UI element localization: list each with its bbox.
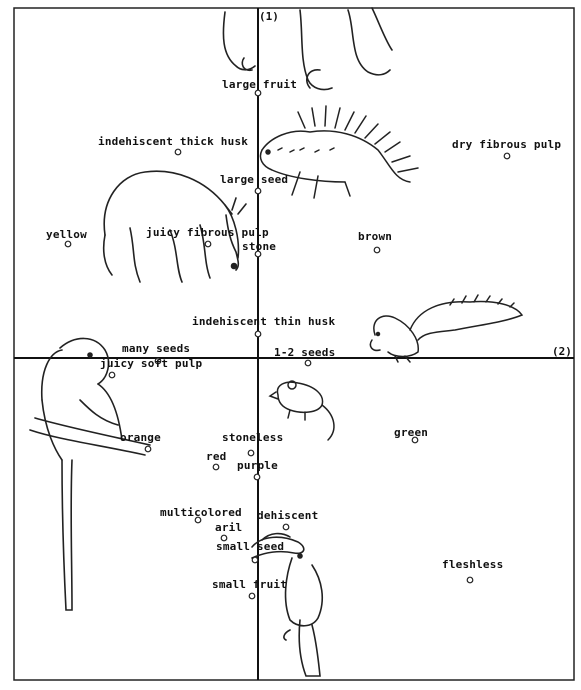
point-indehiscent-thin-husk — [255, 331, 261, 337]
label-purple: purple — [237, 459, 278, 472]
label-fleshless: fleshless — [442, 558, 503, 571]
label-large-fruit: large fruit — [222, 78, 297, 91]
label-red: red — [206, 450, 226, 463]
point-fleshless — [467, 577, 473, 583]
point-purple — [254, 474, 260, 480]
label-juicy-fibrous-pulp: juicy fibrous pulp — [146, 226, 269, 239]
point-small-fruit — [249, 593, 255, 599]
hornbill-icon — [252, 534, 322, 676]
point-stoneless — [248, 450, 254, 456]
point-large-seed — [255, 188, 261, 194]
label-dry-fibrous-pulp: dry fibrous pulp — [452, 138, 561, 151]
axis-2-label: (2) — [552, 345, 572, 358]
axis-1-label: (1) — [259, 10, 279, 23]
point-yellow — [65, 241, 71, 247]
point-dehiscent — [283, 524, 289, 530]
label-brown: brown — [358, 230, 392, 243]
point-juicy-soft-pulp — [109, 372, 115, 378]
label-large-seed: large seed — [220, 173, 288, 186]
label-green: green — [394, 426, 428, 439]
point-orange — [145, 446, 151, 452]
point-large-fruit — [255, 90, 261, 96]
point-red — [213, 464, 219, 470]
diagram-border — [14, 8, 574, 680]
point-one-two-seeds — [305, 360, 311, 366]
label-juicy-soft-pulp: juicy soft pulp — [100, 357, 202, 370]
monkey-icon — [30, 338, 150, 610]
label-stone: stone — [242, 240, 276, 253]
label-small-seed: small seed — [216, 540, 284, 553]
label-aril: aril — [215, 521, 242, 534]
squirrel-icon — [370, 295, 522, 362]
label-indehiscent-thin-husk: indehiscent thin husk — [192, 315, 335, 328]
point-indehiscent-thick-husk — [175, 149, 181, 155]
point-brown — [374, 247, 380, 253]
label-yellow: yellow — [46, 228, 87, 241]
label-one-two-seeds: 1-2 seeds — [274, 346, 335, 359]
label-orange: orange — [120, 431, 161, 444]
label-dehiscent: dehiscent — [257, 509, 318, 522]
point-small-seed — [252, 557, 258, 563]
label-indehiscent-thick-husk: indehiscent thick husk — [98, 135, 248, 148]
label-stoneless: stoneless — [222, 431, 283, 444]
point-dry-fibrous-pulp — [504, 153, 510, 159]
label-small-fruit: small fruit — [212, 578, 287, 591]
point-juicy-fibrous-pulp — [205, 241, 211, 247]
label-multicolored: multicolored — [160, 506, 242, 519]
label-many-seeds: many seeds — [122, 342, 190, 355]
